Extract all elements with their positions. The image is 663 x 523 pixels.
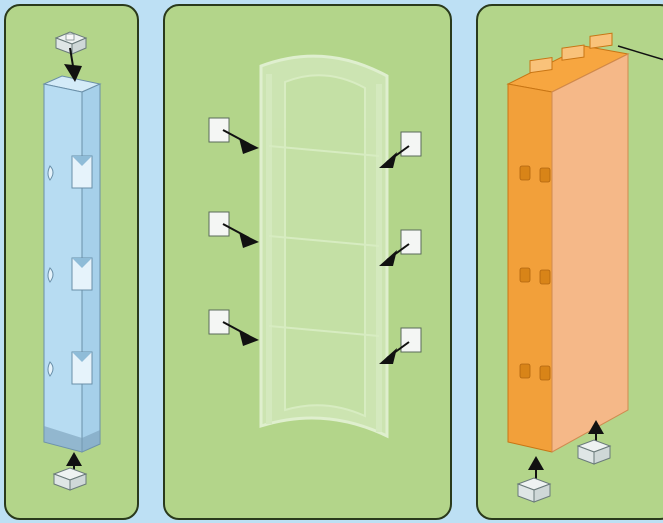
left-panel xyxy=(4,4,139,520)
orange-block xyxy=(508,33,628,452)
middle-panel xyxy=(163,4,452,520)
connector-clip-icon xyxy=(54,468,86,490)
curved-panel-diagram xyxy=(165,6,452,520)
connector-clip-icon xyxy=(518,440,610,502)
blue-column xyxy=(44,76,100,452)
translucent-curved-panel xyxy=(261,56,387,436)
blue-column-diagram xyxy=(6,6,139,520)
connector-clip-icon xyxy=(401,132,421,352)
right-panel xyxy=(476,4,663,520)
orange-block-diagram xyxy=(478,6,663,520)
